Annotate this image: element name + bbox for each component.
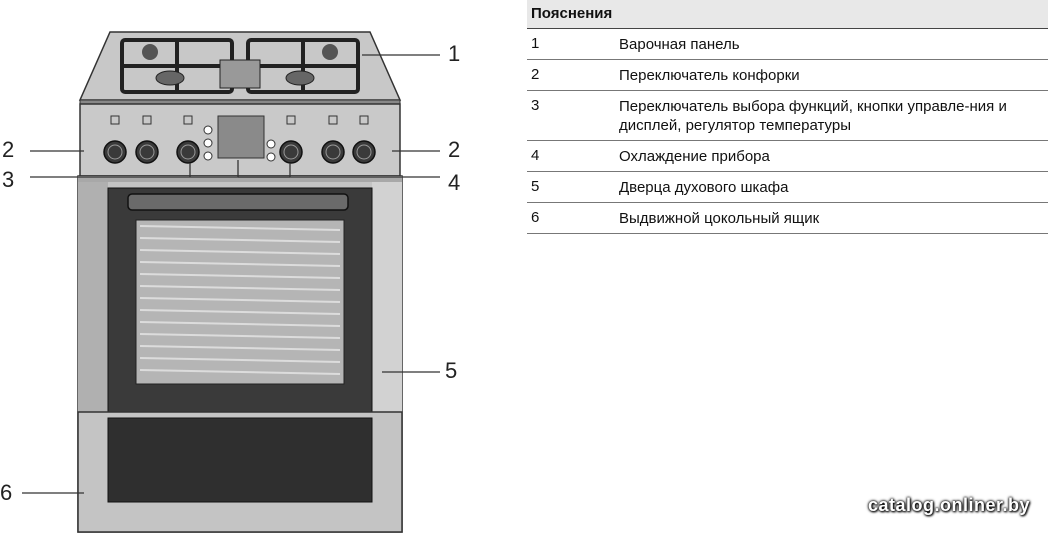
- legend-row: 4 Охлаждение прибора: [527, 141, 1048, 172]
- callout-4: 4: [448, 170, 461, 195]
- legend-row-number: 6: [531, 209, 540, 226]
- window-reflection-line: [139, 273, 341, 279]
- legend-row-text: Выдвижной цокольный ящик: [619, 210, 820, 227]
- plus-button[interactable]: [266, 152, 276, 162]
- control-button-3[interactable]: [203, 151, 213, 161]
- legend-row-number: 2: [531, 66, 540, 83]
- watermark: catalog.onliner.by: [867, 495, 1030, 515]
- legend-table: Пояснения 1 Варочная панель 2 Переключат…: [527, 0, 1048, 234]
- stove-illustration: [22, 31, 440, 533]
- callout-2-left: 2: [2, 137, 15, 162]
- legend-row-text: Варочная панель: [619, 36, 740, 53]
- burner-rear-right: [322, 44, 338, 60]
- window-reflection-line: [139, 261, 341, 267]
- control-panel: [79, 103, 401, 177]
- window-reflection-line: [139, 309, 341, 315]
- callout-5: 5: [445, 358, 458, 383]
- legend-row-number: 1: [531, 35, 540, 52]
- legend-row-text: Переключатель выбора функций, кнопки упр…: [619, 98, 1007, 134]
- legend-row-text: Охлаждение прибора: [619, 148, 770, 165]
- oven-handle[interactable]: [127, 193, 349, 211]
- legend-row: 1 Варочная панель: [527, 29, 1048, 60]
- burner-front-right: [285, 70, 315, 86]
- burner-knob-2[interactable]: [135, 140, 159, 164]
- minus-button[interactable]: [266, 139, 276, 149]
- callout-6: 6: [0, 480, 13, 505]
- control-button-2[interactable]: [203, 138, 213, 148]
- legend-row-text: Переключатель конфорки: [619, 67, 800, 84]
- control-button-1[interactable]: [203, 125, 213, 135]
- legend-row-number: 4: [531, 147, 540, 164]
- window-reflection-line: [139, 297, 341, 303]
- burner-knob-1[interactable]: [103, 140, 127, 164]
- burner-knob-3[interactable]: [321, 140, 345, 164]
- window-reflection-line: [139, 369, 341, 375]
- legend-row-text: Дверца духового шкафа: [619, 179, 789, 196]
- window-reflection-line: [139, 225, 341, 231]
- cooktop: [78, 31, 402, 105]
- legend-row: 3 Переключатель выбора функций, кнопки у…: [527, 91, 1048, 141]
- legend-row: 6 Выдвижной цокольный ящик: [527, 203, 1048, 234]
- burner-rear-left: [142, 44, 158, 60]
- legend-row-number: 3: [531, 97, 540, 114]
- storage-drawer[interactable]: [77, 411, 403, 533]
- temperature-knob[interactable]: [279, 140, 303, 164]
- legend-row: 2 Переключатель конфорки: [527, 60, 1048, 91]
- legend-title: Пояснения: [527, 0, 1048, 29]
- callout-3: 3: [2, 167, 15, 192]
- window-reflection-line: [139, 321, 341, 327]
- legend-row: 5 Дверца духового шкафа: [527, 172, 1048, 203]
- legend-row-number: 5: [531, 178, 540, 195]
- window-reflection-line: [139, 345, 341, 351]
- oven-door[interactable]: [107, 187, 373, 413]
- burner-front-left: [155, 70, 185, 86]
- callout-1: 1: [448, 41, 461, 66]
- display: [217, 115, 265, 159]
- window-reflection-line: [139, 357, 341, 363]
- callout-2-right: 2: [448, 137, 461, 162]
- window-reflection-line: [139, 249, 341, 255]
- window-reflection-line: [139, 285, 341, 291]
- window-reflection-line: [139, 333, 341, 339]
- window-reflection-line: [139, 237, 341, 243]
- burner-knob-4[interactable]: [352, 140, 376, 164]
- function-knob[interactable]: [176, 140, 200, 164]
